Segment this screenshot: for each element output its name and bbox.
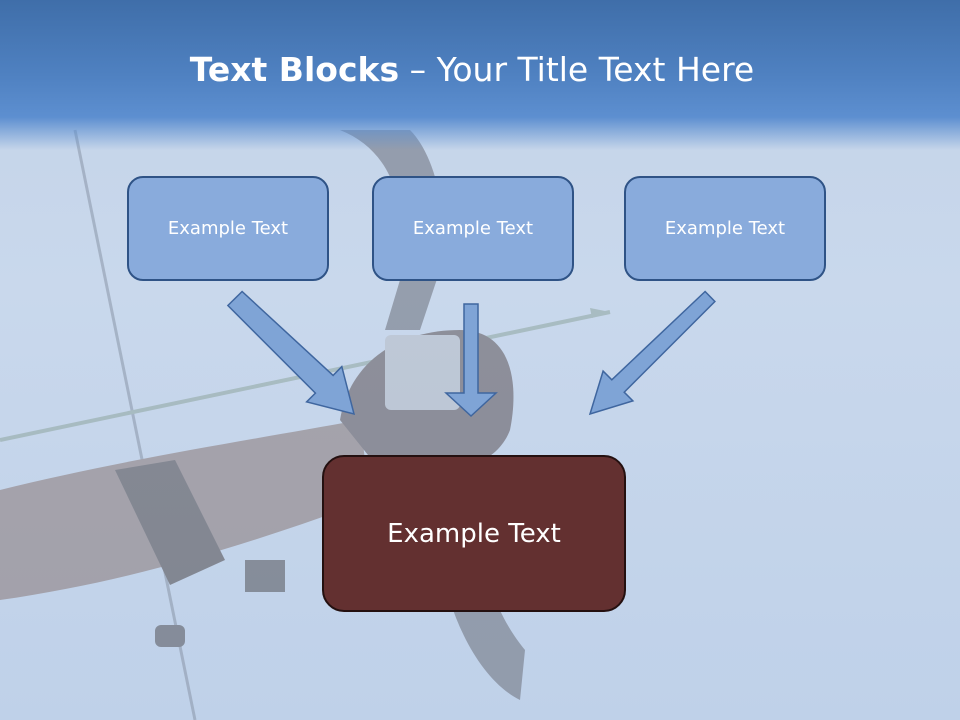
center-text-block[interactable]: Example Text	[322, 455, 626, 612]
title-bar	[0, 0, 960, 150]
bow-riser-plate	[385, 335, 460, 410]
slide-title: Text Blocks – Your Title Text Here	[0, 50, 944, 89]
arrow-left-to-center	[226, 290, 356, 416]
arrow-middle-to-center	[444, 303, 498, 418]
bow-string	[73, 129, 197, 720]
arrow-tip	[590, 308, 610, 318]
bow-grip	[245, 560, 285, 592]
text-block-3-label: Example Text	[664, 218, 786, 239]
title-dash: –	[399, 50, 437, 89]
arm-guard	[115, 460, 225, 585]
text-block-1[interactable]: Example Text	[127, 176, 329, 281]
center-text-block-label: Example Text	[387, 518, 561, 549]
text-block-3[interactable]: Example Text	[624, 176, 826, 281]
text-block-1-label: Example Text	[167, 218, 289, 239]
title-bold-part: Text Blocks	[189, 50, 400, 89]
title-rest-part: Your Title Text Here	[436, 50, 755, 89]
string-silencer	[155, 625, 185, 647]
text-block-2[interactable]: Example Text	[372, 176, 574, 281]
text-block-2-label: Example Text	[412, 218, 534, 239]
arrow-right-to-center	[588, 290, 716, 416]
